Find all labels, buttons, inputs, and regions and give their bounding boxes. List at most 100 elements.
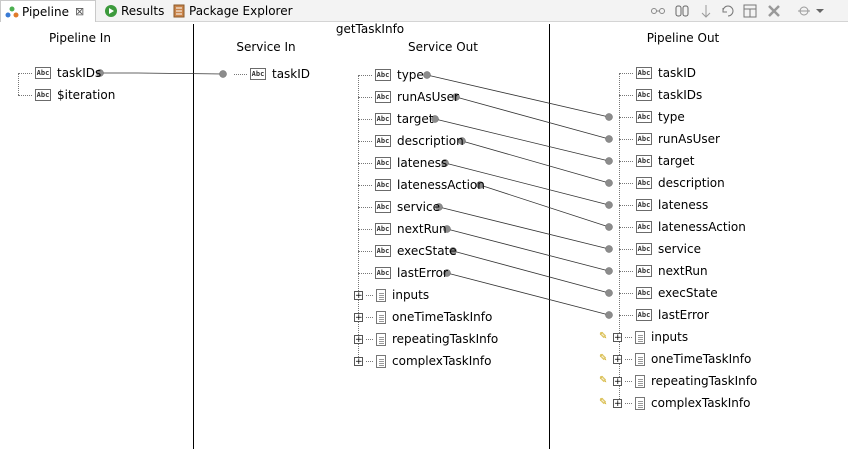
string-field-icon: Abc	[375, 179, 391, 191]
pipeline-out-item-nextrun[interactable]: Abc nextRun	[619, 263, 708, 279]
package-explorer-icon	[172, 4, 186, 18]
pipeline-out-item-inputs[interactable]: ✎+inputs	[599, 329, 688, 345]
link-description	[461, 140, 610, 184]
port-out-description	[605, 179, 613, 187]
field-label: lastError	[397, 266, 448, 280]
pipeline-out-header: Pipeline Out	[646, 31, 720, 45]
pipeline-out-item-onetimetaskinfo[interactable]: ✎+oneTimeTaskInfo	[599, 351, 751, 367]
field-label: target	[397, 112, 434, 126]
string-field-icon: Abc	[375, 135, 391, 147]
field-label: latenessAction	[658, 220, 746, 234]
pipeline-out-item-complextaskinfo[interactable]: ✎+complexTaskInfo	[599, 395, 750, 411]
string-field-icon: Abc	[636, 309, 652, 321]
port-lasterror	[443, 269, 451, 277]
refresh-icon[interactable]	[720, 3, 736, 19]
string-field-icon: Abc	[636, 265, 652, 277]
tab-results[interactable]: Results	[100, 0, 164, 21]
port-out-lateness	[605, 201, 613, 209]
link-service	[438, 206, 610, 250]
pipeline-in-item-iteration[interactable]: Abc$iteration	[18, 87, 115, 103]
link-target	[434, 118, 610, 162]
expand-icon[interactable]: +	[613, 332, 622, 343]
field-label: $iteration	[57, 88, 116, 102]
service-out-item-complextaskinfo[interactable]: +complexTaskInfo	[354, 353, 491, 369]
expand-icon[interactable]: +	[354, 290, 363, 301]
field-label: oneTimeTaskInfo	[392, 310, 493, 324]
expand-icon[interactable]: +	[613, 376, 622, 387]
service-out-item-repeatingtaskinfo[interactable]: +repeatingTaskInfo	[354, 331, 498, 347]
port-runasuser	[452, 93, 460, 101]
results-icon	[104, 4, 118, 18]
string-field-icon: Abc	[636, 177, 652, 189]
expand-icon[interactable]: +	[613, 398, 622, 409]
document-icon	[635, 374, 645, 388]
expand-icon[interactable]: +	[354, 334, 363, 345]
tab-package-explorer[interactable]: Package Explorer	[168, 0, 293, 21]
tree-line	[619, 73, 620, 403]
field-label: runAsUser	[658, 132, 720, 146]
port-execstate	[449, 247, 457, 255]
port-out-execstate	[605, 289, 613, 297]
link-runasuser	[455, 96, 610, 140]
port-service	[435, 203, 443, 211]
string-field-icon: Abc	[636, 221, 652, 233]
service-out-item-onetimetaskinfo[interactable]: + oneTimeTaskInfo	[354, 309, 492, 325]
pipeline-out-item-latenessaction[interactable]: Abc latenessAction	[619, 219, 746, 235]
dropped-key-icon: ✎	[599, 397, 608, 408]
port-out-lasterror	[605, 311, 613, 319]
port-nextrun	[443, 225, 451, 233]
field-label: nextRun	[658, 264, 708, 278]
document-icon	[635, 352, 645, 366]
service-out-item-inputs[interactable]: +inputs	[354, 287, 429, 303]
map-icon[interactable]	[742, 3, 758, 19]
field-label: nextRun	[397, 222, 447, 236]
field-label: lateness	[397, 156, 448, 170]
link-nextrun	[446, 228, 610, 272]
pipeline-out-item-runasuser[interactable]: Abc runAsUser	[619, 131, 720, 147]
document-icon	[376, 332, 386, 346]
link-icon[interactable]	[650, 3, 666, 19]
string-field-icon: Abc	[375, 245, 391, 257]
string-field-icon: Abc	[636, 133, 652, 145]
menu-arrow-icon[interactable]	[814, 3, 826, 19]
step-icon[interactable]	[698, 3, 714, 19]
pipeline-in-header: Pipeline In	[49, 31, 111, 45]
tab-label: Results	[121, 3, 165, 18]
editor-tab-bar: Pipeline ⊠ Results Package Explorer	[0, 0, 848, 22]
expand-icon[interactable]: +	[354, 356, 363, 367]
transform-icon[interactable]	[796, 3, 812, 19]
document-icon	[376, 310, 386, 324]
field-label: execState	[397, 244, 457, 258]
delete-icon[interactable]	[766, 3, 782, 19]
pipeline-out-item-repeatingtaskinfo[interactable]: ✎+repeatingTaskInfo	[599, 373, 757, 389]
tab-pipeline[interactable]: Pipeline ⊠	[0, 0, 96, 22]
expand-icon[interactable]: +	[613, 354, 622, 365]
link-taskids-taskid	[137, 72, 224, 75]
chain-icon[interactable]	[674, 3, 690, 19]
service-out-item-execstate[interactable]: Abc execState	[358, 243, 457, 259]
dropped-key-icon: ✎	[599, 375, 608, 386]
expand-icon[interactable]: +	[354, 312, 363, 323]
string-field-icon: Abc	[250, 68, 266, 80]
close-icon[interactable]: ⊠	[74, 5, 85, 18]
